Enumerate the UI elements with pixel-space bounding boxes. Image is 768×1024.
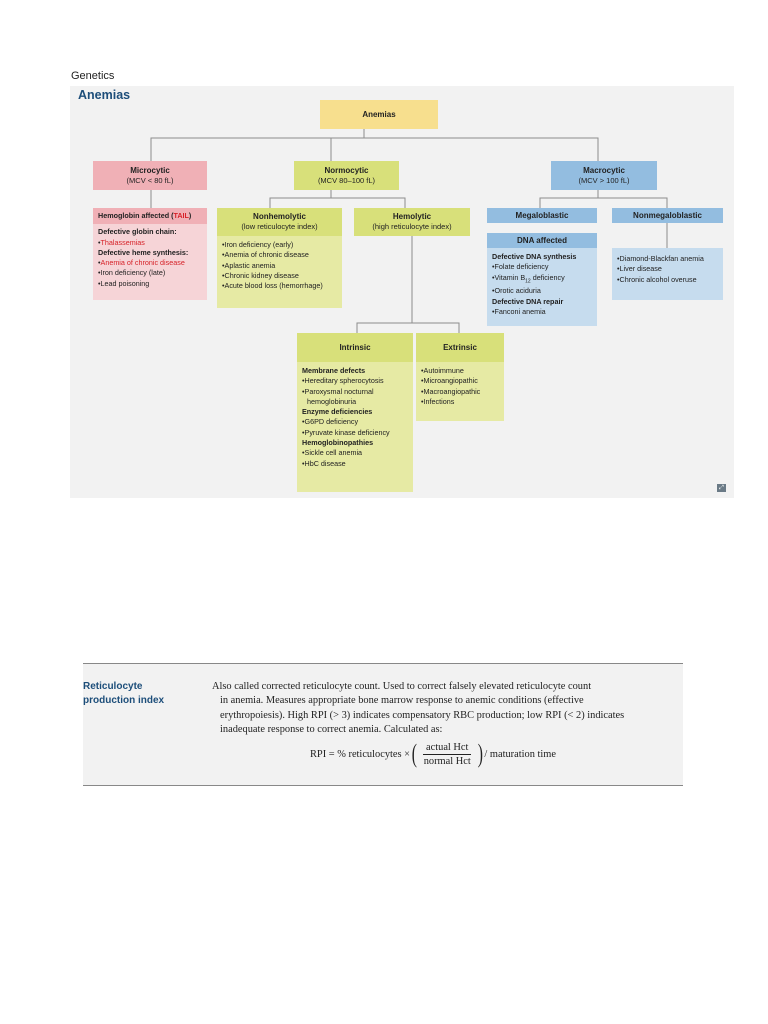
- normocytic-header: Normocytic (MCV 80–100 fL): [294, 161, 399, 190]
- rpi-text-line: in anemia. Measures appropriate bone mar…: [220, 695, 584, 707]
- divider: [83, 663, 683, 664]
- list-item: •Aplastic anemia: [222, 260, 276, 270]
- megaloblastic-title: Megaloblastic: [515, 210, 569, 220]
- page-title: Anemias: [78, 88, 131, 102]
- tail-mnemonic: TAIL: [173, 211, 189, 220]
- nonhemolytic-sub: (low reticulocyte index): [241, 222, 318, 231]
- hemoglobin-affected-label: Hemoglobin affected (TAIL): [93, 208, 207, 225]
- microcytic-header: Microcytic (MCV < 80 fL): [93, 161, 207, 190]
- list-item: •Sickle cell anemia: [302, 448, 363, 458]
- list-item: •Paroxysmal nocturnal: [302, 386, 374, 396]
- list-item: •Hereditary spherocytosis: [302, 376, 384, 386]
- hemoglobinopathies-heading: Hemoglobinopathies: [302, 438, 374, 448]
- microcytic-mcv: (MCV < 80 fL): [126, 175, 174, 185]
- list-item: •HbC disease: [302, 458, 346, 468]
- rpi-definition: Also called corrected reticulocyte count…: [212, 680, 677, 737]
- megaloblastic-box: Defective DNA synthesis •Folate deficien…: [487, 248, 597, 326]
- formula-left: RPI = % reticulocytes ×: [310, 748, 411, 760]
- list-item: •Diamond-Blackfan anemia: [617, 254, 704, 263]
- rpi-text-line: inadequate response to correct anemia. C…: [220, 723, 443, 735]
- fraction-numerator: actual Hct: [423, 742, 472, 755]
- hemolytic-header: Hemolytic (high reticulocyte index): [354, 208, 470, 236]
- extrinsic-header: Extrinsic: [416, 333, 504, 362]
- list-item: •Liver disease: [617, 264, 662, 274]
- list-item: •Iron deficiency (early): [222, 240, 294, 249]
- anemia-classification-diagram: Anemias Anemias Microcytic (MCV < 80 fL)…: [70, 86, 734, 498]
- list-item: •Chronic alcohol overuse: [617, 274, 697, 284]
- list-item: •Anemia of chronic disease: [98, 258, 185, 268]
- rpi-text-line: Also called corrected reticulocyte count…: [212, 681, 592, 692]
- nonmegaloblastic-title: Nonmegaloblastic: [633, 210, 702, 220]
- globin-chain-heading: Defective globin chain:: [98, 227, 177, 237]
- list-item: •Chronic kidney disease: [222, 270, 299, 280]
- heme-synthesis-heading: Defective heme synthesis:: [98, 247, 189, 257]
- right-paren: ): [477, 739, 483, 768]
- connector-lines: [150, 129, 668, 333]
- list-item: •Anemia of chronic disease: [222, 250, 309, 260]
- list-item: •Lead poisoning: [98, 278, 150, 288]
- formula-right: / maturation time: [484, 748, 556, 760]
- list-item: •Orotic aciduria: [492, 286, 541, 296]
- normocytic-title: Normocytic: [324, 165, 369, 175]
- list-item: •Autoimmune: [421, 366, 464, 375]
- extrinsic-box: •Autoimmune •Microangiopathic •Macroangi…: [416, 362, 504, 421]
- hemolytic-sub: (high reticulocyte index): [372, 222, 452, 231]
- nonmegaloblastic-header: Nonmegaloblastic: [612, 208, 723, 223]
- rpi-term-line1: Reticulocyte: [83, 681, 143, 692]
- extrinsic-title: Extrinsic: [443, 342, 477, 352]
- expand-icon[interactable]: ⤢: [717, 484, 726, 492]
- macrocytic-title: Macrocytic: [583, 165, 625, 175]
- microcytic-box: Hemoglobin affected (TAIL) Defective glo…: [93, 208, 207, 300]
- rpi-term: Reticulocyte production index: [83, 680, 193, 708]
- megaloblastic-header: Megaloblastic: [487, 208, 597, 223]
- dna-repair-heading: Defective DNA repair: [492, 296, 564, 306]
- intrinsic-box: Membrane defects •Hereditary spherocytos…: [297, 362, 413, 492]
- rpi-formula: RPI = % reticulocytes × ( actual Hct nor…: [310, 741, 610, 767]
- list-item: •G6PD deficiency: [302, 417, 359, 427]
- list-item: •Vitamin B12 deficiency: [492, 272, 565, 285]
- nonhemolytic-title: Nonhemolytic: [253, 212, 306, 221]
- list-item: •Infections: [421, 396, 455, 406]
- macrocytic-header: Macrocytic (MCV > 100 fL): [551, 161, 657, 190]
- dna-affected-label: DNA affected: [487, 233, 597, 248]
- dna-affected-text: DNA affected: [517, 235, 567, 245]
- list-item: •Folate deficiency: [492, 262, 549, 272]
- membrane-defects-heading: Membrane defects: [302, 366, 366, 375]
- list-item: •Acute blood loss (hemorrhage): [222, 281, 323, 291]
- list-item: •Macroangiopathic: [421, 386, 481, 396]
- root-label: Anemias: [362, 109, 396, 119]
- intrinsic-title: Intrinsic: [339, 342, 371, 352]
- section-label: Genetics: [71, 70, 115, 82]
- hemolytic-title: Hemolytic: [392, 212, 432, 221]
- nonhemolytic-header: Nonhemolytic (low reticulocyte index): [217, 208, 342, 236]
- hct-fraction: actual Hct normal Hct: [421, 742, 474, 767]
- dna-synthesis-heading: Defective DNA synthesis: [492, 252, 577, 261]
- nonmegaloblastic-box: •Diamond-Blackfan anemia •Liver disease …: [612, 248, 723, 300]
- list-item: hemoglobinuria: [307, 396, 357, 406]
- fraction-denominator: normal Hct: [423, 755, 471, 767]
- rpi-section-background: [83, 664, 683, 785]
- rpi-term-line2: production index: [83, 695, 165, 706]
- list-item: •Fanconi anemia: [492, 306, 546, 316]
- intrinsic-header: Intrinsic: [297, 333, 413, 362]
- normocytic-mcv: (MCV 80–100 fL): [317, 175, 376, 185]
- nonhemolytic-box: •Iron deficiency (early) •Anemia of chro…: [217, 236, 342, 308]
- left-paren: (: [411, 739, 417, 768]
- list-item: •Iron deficiency (late): [98, 268, 166, 278]
- list-item: •Thalassemias: [98, 237, 145, 247]
- macrocytic-mcv: (MCV > 100 fL): [578, 175, 630, 185]
- root-node-anemias: Anemias: [320, 100, 438, 129]
- list-item: •Pyruvate kinase deficiency: [302, 427, 390, 437]
- rpi-text-line: erythropoiesis). High RPI (> 3) indicate…: [220, 709, 625, 721]
- list-item: •Microangiopathic: [421, 376, 478, 386]
- divider: [83, 785, 683, 786]
- enzyme-deficiencies-heading: Enzyme deficiencies: [302, 407, 373, 417]
- microcytic-title: Microcytic: [130, 165, 170, 175]
